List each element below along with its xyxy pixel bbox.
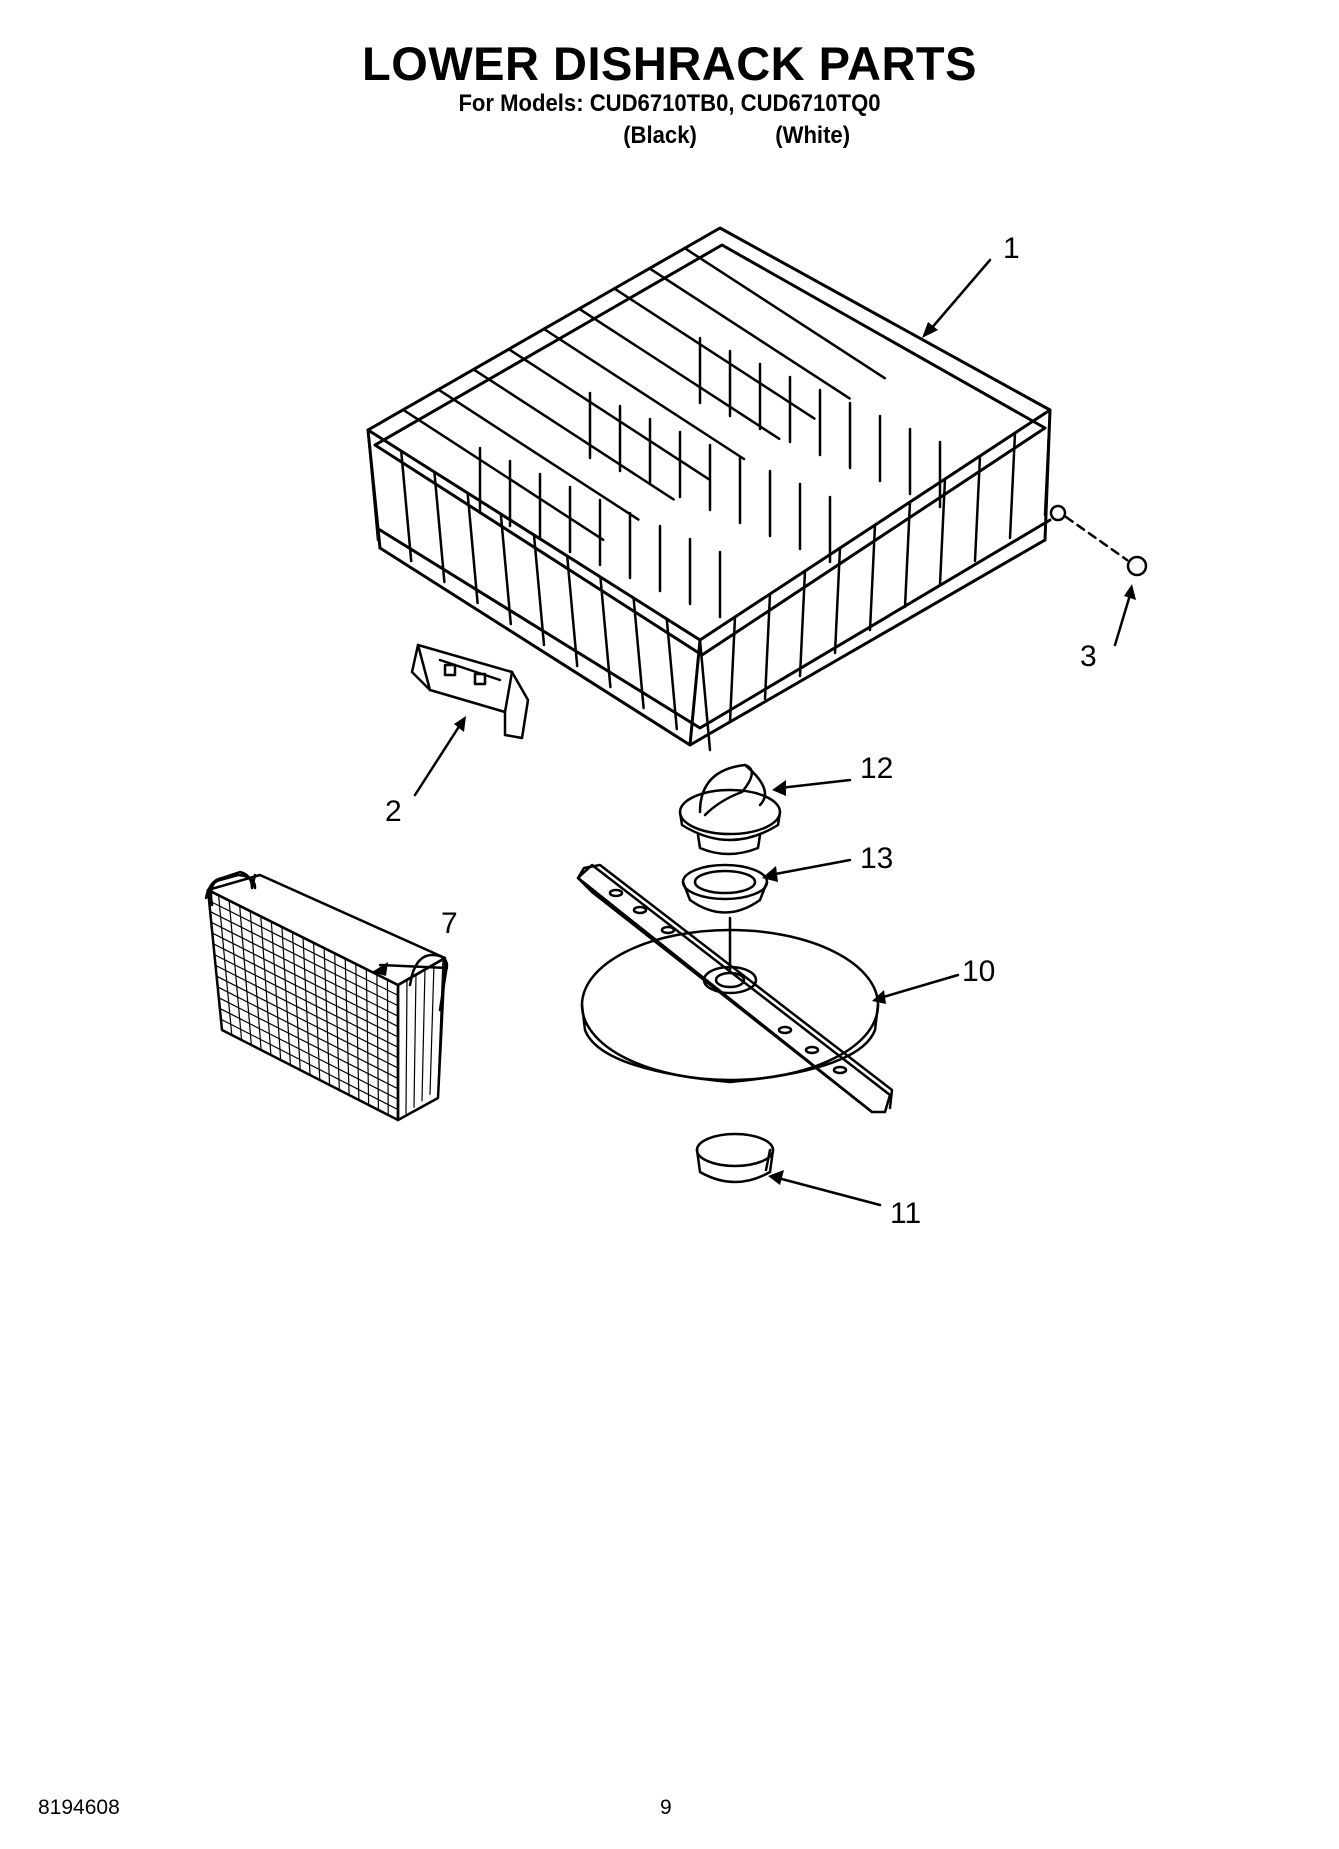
callout-1: 1 (1003, 232, 1020, 265)
rack-wires (366, 246, 1052, 752)
models-line: For Models: CUD6710TB0, CUD6710TQ0 (458, 90, 881, 117)
page-title: LOWER DISHRACK PARTS (362, 37, 977, 90)
callout-10: 10 (962, 955, 996, 988)
variant-black-label: (Black) (623, 122, 697, 149)
callout-7: 7 (441, 907, 458, 940)
callout-11: 11 (890, 1197, 922, 1230)
callout-2: 2 (385, 795, 402, 828)
basket-mesh (207, 889, 444, 1121)
rack-wheel-part-3 (1049, 504, 1148, 577)
callout-3: 3 (1080, 640, 1097, 673)
callout-13: 13 (860, 842, 894, 875)
bearing-ring-part-13 (681, 863, 769, 914)
variant-white-label: (White) (775, 122, 851, 149)
spray-arm-nut-part-12 (678, 763, 782, 856)
rack-clip-part-2 (410, 643, 530, 740)
lower-ring-part-11 (695, 1132, 775, 1184)
leader-arrows (372, 258, 1136, 1207)
spray-arm-filter-part-10 (576, 863, 894, 1114)
doc-number: 8194608 (38, 1796, 120, 1819)
page-number: 9 (660, 1796, 672, 1819)
callout-12: 12 (860, 752, 894, 785)
